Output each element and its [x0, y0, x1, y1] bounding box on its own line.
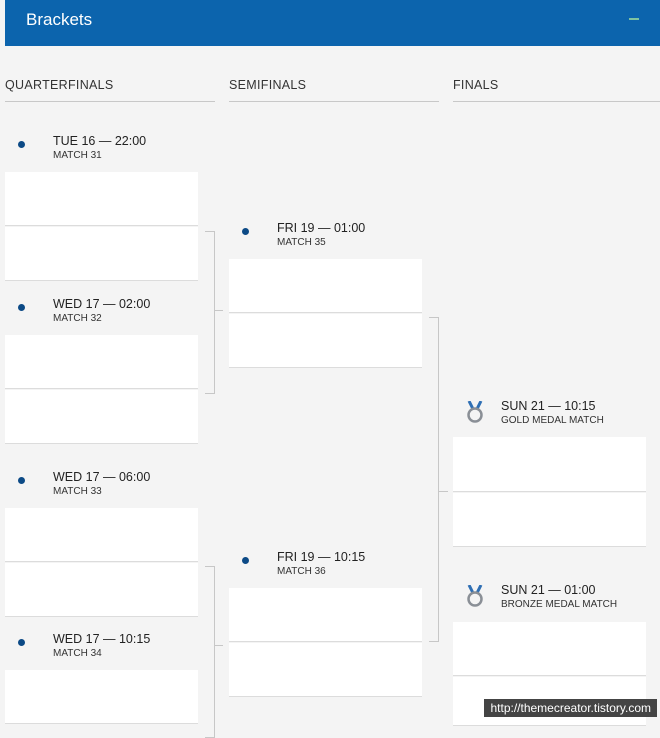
bracket-connector-stub	[438, 491, 448, 492]
bracket-connector	[205, 566, 215, 738]
match-number: MATCH 35	[277, 237, 326, 248]
match-36-team-slot-2[interactable]	[229, 643, 422, 697]
match-32-team-slot-2[interactable]	[5, 390, 198, 444]
match-time: WED 17 — 02:00	[53, 297, 151, 311]
match-time: WED 17 — 10:15	[53, 632, 151, 646]
match-time: TUE 16 — 22:00	[53, 134, 147, 148]
brackets-header: Brackets	[5, 0, 660, 46]
match-dot-icon	[18, 477, 25, 484]
match-dot-icon	[242, 228, 249, 235]
match-35-team-slot-2[interactable]	[229, 314, 422, 368]
match-34-team-slot-1[interactable]	[5, 670, 198, 724]
match-dot-icon	[18, 304, 25, 311]
match-dot-icon	[18, 141, 25, 148]
bracket-connector	[205, 231, 215, 394]
match-33-team-slot-1[interactable]	[5, 508, 198, 562]
match-33-team-slot-2[interactable]	[5, 563, 198, 617]
collapse-button[interactable]	[629, 18, 639, 20]
match-31-team-slot-2[interactable]	[5, 227, 198, 281]
match-35-team-slot-1[interactable]	[229, 259, 422, 313]
match-31-team-slot-1[interactable]	[5, 172, 198, 226]
match-time: SUN 21 — 10:15	[501, 399, 596, 413]
gold-match-team-slot-1[interactable]	[453, 437, 646, 492]
match-number: MATCH 32	[53, 313, 102, 324]
match-number: BRONZE MEDAL MATCH	[501, 599, 618, 610]
match-32-team-slot-1[interactable]	[5, 335, 198, 389]
match-time: SUN 21 — 01:00	[501, 583, 596, 597]
match-dot-icon	[242, 557, 249, 564]
match-number: GOLD MEDAL MATCH	[501, 415, 604, 426]
match-number: MATCH 31	[53, 150, 102, 161]
watermark: http://themecreator.tistory.com	[484, 699, 657, 717]
gold-medal-icon	[467, 401, 483, 423]
brackets-title: Brackets	[26, 10, 93, 29]
match-number: MATCH 34	[53, 648, 102, 659]
match-number: MATCH 36	[277, 566, 326, 577]
column-header-semifinals: SEMIFINALS	[229, 78, 439, 102]
column-header-quarterfinals: QUARTERFINALS	[5, 78, 215, 102]
match-time: FRI 19 — 10:15	[277, 550, 366, 564]
match-dot-icon	[18, 639, 25, 646]
bronze-medal-icon	[467, 585, 483, 607]
column-header-finals: FINALS	[453, 78, 660, 102]
match-number: MATCH 33	[53, 486, 102, 497]
match-time: FRI 19 — 01:00	[277, 221, 366, 235]
bronze-match-team-slot-1[interactable]	[453, 622, 646, 676]
match-time: WED 17 — 06:00	[53, 470, 151, 484]
match-36-team-slot-1[interactable]	[229, 588, 422, 642]
bracket-connector-stub	[214, 645, 223, 646]
bracket-connector-stub	[214, 310, 223, 311]
gold-match-team-slot-2[interactable]	[453, 493, 646, 547]
bracket-connector	[429, 317, 439, 642]
